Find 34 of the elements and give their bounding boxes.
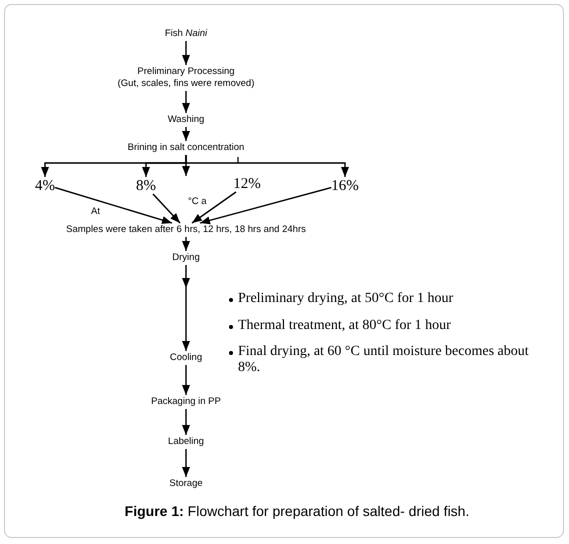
arrow: [192, 191, 236, 224]
arrow: [182, 237, 190, 251]
arrow: [182, 41, 190, 65]
concentration-label: 4%: [35, 178, 55, 194]
arrow: [182, 409, 190, 435]
branch-arrow: [185, 155, 349, 177]
arrow: [182, 449, 190, 477]
step-label: Cooling: [170, 352, 202, 364]
figure-caption: Figure 1: Flowchart for preparation of salted- dried fish.: [124, 503, 470, 520]
step-label: Drying: [172, 252, 200, 264]
arrow: [182, 91, 190, 113]
bullet-text: Preliminary drying, at 50°C for 1 hour: [238, 291, 454, 307]
step-label: Packaging in PP: [151, 396, 221, 408]
bullet-text: Final drying, at 60 °C until moisture becomes about 8%.: [238, 344, 530, 376]
bullet-text: Thermal treatment, at 80°C for 1 hour: [238, 318, 452, 334]
arrow: [182, 127, 190, 141]
arrow: [152, 194, 181, 224]
step-label: Storage: [169, 478, 203, 490]
arrow: [200, 186, 332, 224]
step-label: Preliminary Processing: [137, 66, 235, 78]
text-fragment: At: [91, 206, 100, 218]
text-fragment: °C a: [188, 196, 207, 208]
step-label: Samples were taken after 6 hrs, 12 hrs, 18 hrs and 24hrs: [66, 224, 306, 236]
arrow: [54, 186, 172, 224]
step-label: Brining in salt concentration: [128, 142, 244, 154]
concentration-label: 16%: [331, 178, 359, 194]
step-label: Washing: [168, 114, 204, 126]
step-label: Fish Naini: [164, 28, 208, 40]
arrow: [182, 265, 190, 351]
step-label: Labeling: [168, 436, 204, 448]
step-detail: (Gut, scales, fins were removed): [118, 78, 254, 90]
concentration-label: 12%: [233, 176, 261, 192]
arrow: [182, 365, 190, 395]
concentration-label: 8%: [136, 178, 156, 194]
